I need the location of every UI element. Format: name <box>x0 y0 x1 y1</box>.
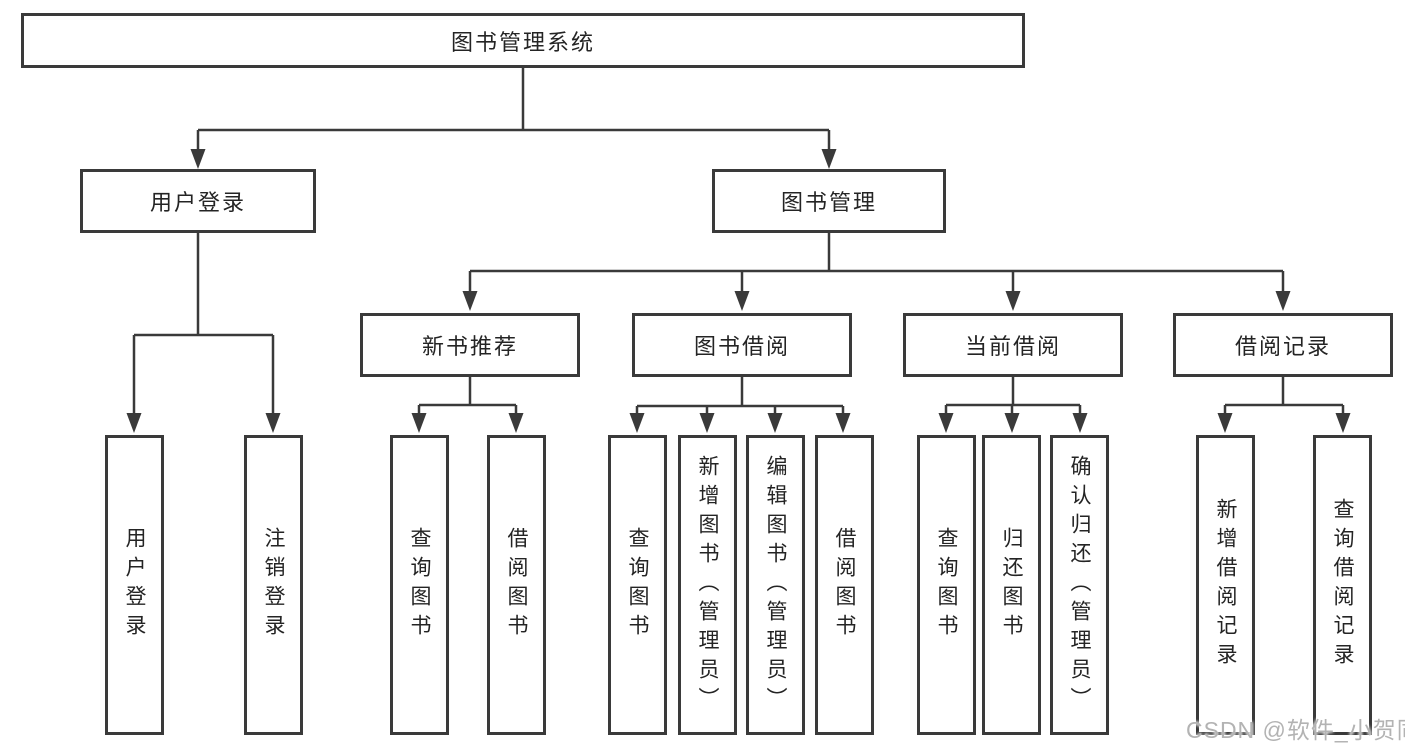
leaf-label: 用户登录 <box>123 527 146 643</box>
node-borrow-records: 借阅记录 <box>1173 313 1393 377</box>
node-label: 借阅记录 <box>1234 334 1331 359</box>
node-label: 图书管理 <box>780 190 877 215</box>
leaf-query-books-borrowing: 查询图书 <box>608 435 667 735</box>
leaf-label: 借阅图书 <box>833 527 856 643</box>
leaf-label: 归还图书 <box>1000 527 1023 643</box>
node-label: 图书借阅 <box>693 334 790 359</box>
node-label: 当前借阅 <box>964 334 1061 359</box>
leaf-label: 确认归还（管理员） <box>1068 454 1091 716</box>
leaf-confirm-return-admin: 确认归还（管理员） <box>1050 435 1109 735</box>
leaf-borrow-books-recommend: 借阅图书 <box>487 435 546 735</box>
leaf-user-login: 用户登录 <box>105 435 164 735</box>
leaf-label: 查询图书 <box>408 527 431 643</box>
leaf-label: 新增图书（管理员） <box>696 454 719 716</box>
leaf-query-books-current: 查询图书 <box>917 435 976 735</box>
leaf-add-borrow-record: 新增借阅记录 <box>1196 435 1255 735</box>
node-library-management-system: 图书管理系统 <box>21 13 1025 68</box>
node-label: 新书推荐 <box>421 334 518 359</box>
leaf-label: 查询图书 <box>935 527 958 643</box>
leaf-query-borrow-record: 查询借阅记录 <box>1313 435 1372 735</box>
leaf-add-book-admin: 新增图书（管理员） <box>678 435 737 735</box>
leaf-logout: 注销登录 <box>244 435 303 735</box>
node-new-book-recommend: 新书推荐 <box>360 313 580 377</box>
node-current-borrowing: 当前借阅 <box>903 313 1123 377</box>
node-book-borrowing: 图书借阅 <box>632 313 852 377</box>
arrowheads <box>126 149 1351 433</box>
leaf-edit-book-admin: 编辑图书（管理员） <box>746 435 805 735</box>
leaf-label: 查询借阅记录 <box>1331 498 1354 672</box>
leaf-label: 编辑图书（管理员） <box>764 454 787 716</box>
node-book-management: 图书管理 <box>712 169 946 233</box>
watermark: CSDN @软件_小贺同学 <box>1186 717 1405 743</box>
leaf-query-books-recommend: 查询图书 <box>390 435 449 735</box>
node-label: 图书管理系统 <box>450 29 595 55</box>
leaf-return-books: 归还图书 <box>982 435 1041 735</box>
leaf-borrow-books-borrowing: 借阅图书 <box>815 435 874 735</box>
leaf-label: 借阅图书 <box>505 527 528 643</box>
node-user-login: 用户登录 <box>80 169 316 233</box>
leaf-label: 查询图书 <box>626 527 649 643</box>
node-label: 用户登录 <box>149 190 246 215</box>
leaf-label: 注销登录 <box>262 527 285 643</box>
leaf-label: 新增借阅记录 <box>1214 498 1237 672</box>
